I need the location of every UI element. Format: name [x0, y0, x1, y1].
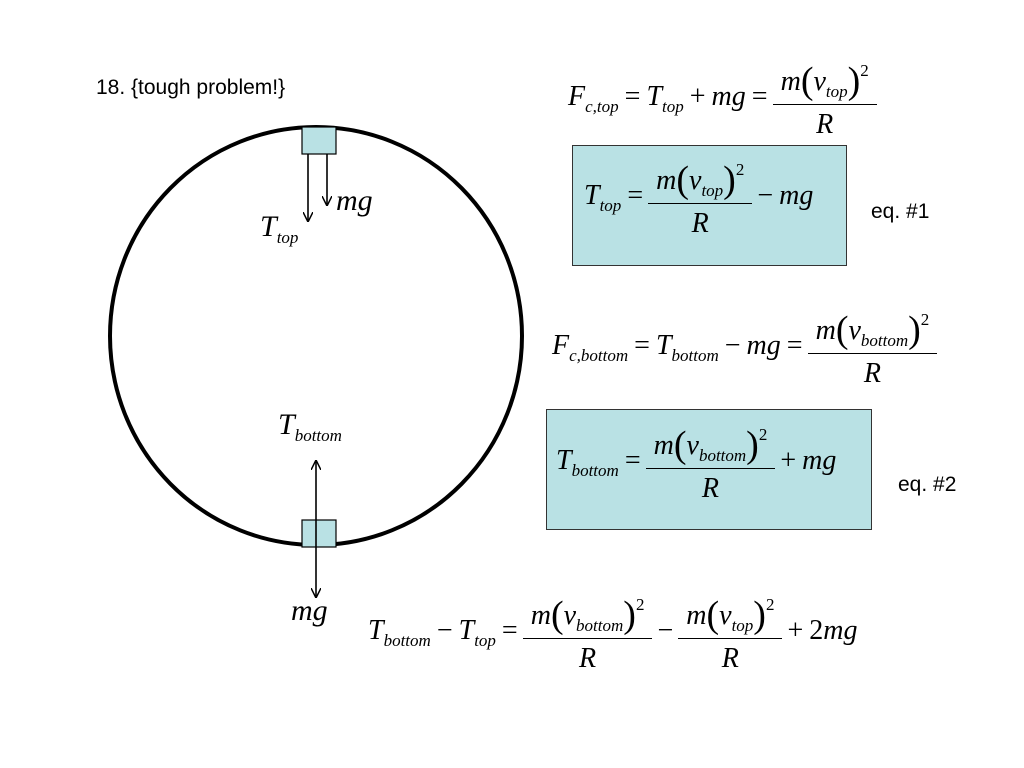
- bottom-tension-label: Tbottom: [278, 408, 342, 445]
- top-weight-label: mg: [336, 184, 373, 217]
- bottom-block: [301, 519, 337, 548]
- equation-1-label: eq. #1: [871, 200, 930, 223]
- equation-2-box: [546, 409, 872, 530]
- problem-title: 18. {tough problem!}: [96, 76, 286, 99]
- equation-2-label: eq. #2: [898, 473, 957, 496]
- loop-diagram: [108, 125, 524, 700]
- top-block: [301, 126, 337, 155]
- bottom-weight-label: mg: [291, 594, 328, 627]
- top-tension-label: Ttop: [260, 210, 299, 247]
- equation-1-box: [572, 145, 847, 266]
